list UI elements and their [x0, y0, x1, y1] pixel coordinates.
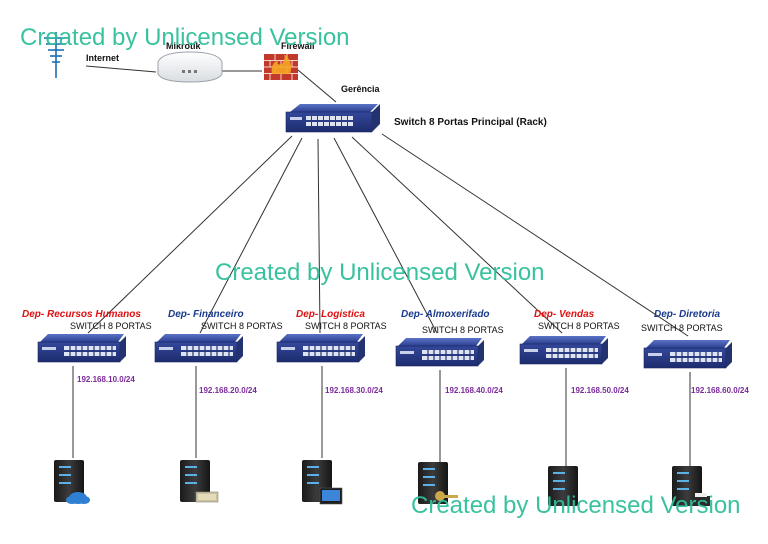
dept-network: 192.168.30.0/24 — [325, 386, 383, 395]
dept-name: Dep- Recursos Humanos — [22, 309, 141, 320]
cloud-server-icon — [54, 460, 90, 504]
server-icon — [548, 466, 578, 506]
dept-name: Dep- Vendas — [534, 309, 595, 320]
watermark-text: Created by Unlicensed Version — [411, 492, 741, 519]
dept-switch-icon — [519, 336, 608, 365]
dept-switch-icon — [154, 334, 243, 363]
dept-name: Dep- Logistica — [296, 309, 365, 320]
dept-switch-label: SWITCH 8 PORTAS — [641, 323, 723, 333]
firewall-label: Firewall — [281, 41, 315, 51]
management-label: Gerência — [341, 84, 380, 94]
monitor-server-icon — [302, 460, 343, 505]
watermark-text: Created by Unlicensed Version — [20, 24, 350, 51]
dept-name: Dep- Financeiro — [168, 309, 244, 320]
dept-network: 192.168.40.0/24 — [445, 386, 503, 395]
dept-switch-icon — [643, 340, 732, 369]
dept-network: 192.168.50.0/24 — [571, 386, 629, 395]
dept-switch-label: SWITCH 8 PORTAS — [422, 325, 504, 335]
key-server-icon — [418, 462, 458, 504]
dept-switch-label: SWITCH 8 PORTAS — [305, 321, 387, 331]
dept-switch-icon — [395, 338, 484, 367]
internet-label: Internet — [86, 53, 120, 63]
watermark-text: Created by Unlicensed Version — [215, 259, 545, 286]
router-label: Mikrotik — [166, 41, 201, 51]
main-switch-label: Switch 8 Portas Principal (Rack) — [394, 117, 547, 128]
dept-network: 192.168.20.0/24 — [199, 386, 257, 395]
router-icon — [157, 51, 223, 83]
dept-switch-label: SWITCH 8 PORTAS — [538, 321, 620, 331]
dept-network: 192.168.60.0/24 — [691, 386, 749, 395]
printer-server-icon — [672, 466, 710, 506]
dept-name: Dep- Diretoria — [654, 309, 721, 320]
dept-switch-label: SWITCH 8 PORTAS — [201, 321, 283, 331]
connection-lines — [72, 65, 691, 466]
dept-network: 192.168.10.0/24 — [77, 375, 135, 384]
dept-switch-icon — [276, 334, 365, 363]
money-server-icon — [180, 460, 219, 503]
main-switch-icon — [285, 104, 380, 133]
dept-switch-label: SWITCH 8 PORTAS — [70, 321, 152, 331]
firewall-icon — [264, 54, 298, 80]
dept-switch-icon — [37, 334, 126, 363]
antenna-icon — [44, 32, 68, 78]
dept-name: Dep- Almoxerifado — [401, 309, 490, 320]
